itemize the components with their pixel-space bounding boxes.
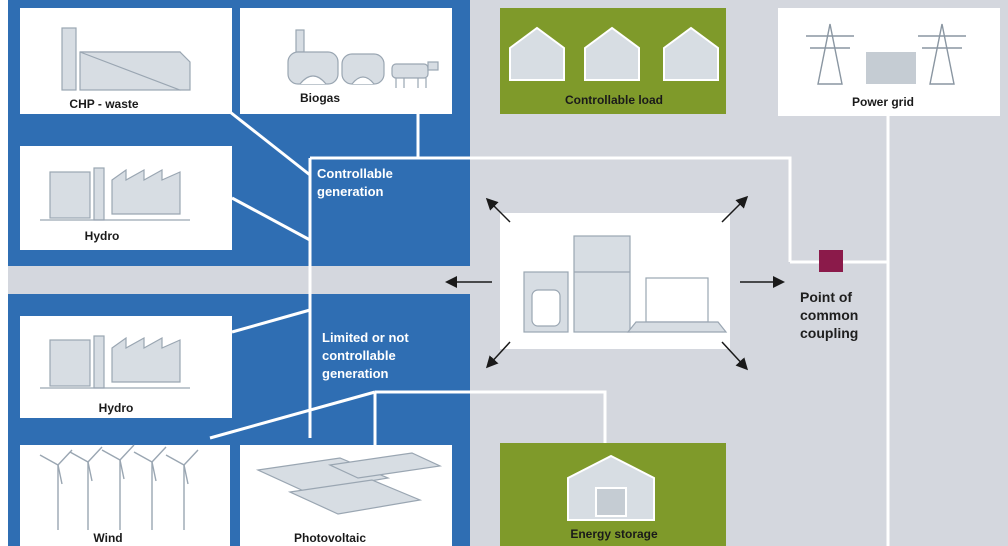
pylon-icon bbox=[806, 23, 966, 85]
wind-box bbox=[20, 445, 230, 546]
label-limited-generation-1: Limited or not bbox=[322, 330, 409, 345]
label-limited-generation-2: controllable bbox=[322, 348, 396, 363]
label-limited-generation-3: generation bbox=[322, 366, 389, 381]
separator-band bbox=[8, 266, 470, 294]
label-coupling-3: coupling bbox=[800, 325, 858, 341]
arrow-icon bbox=[445, 195, 785, 371]
label-power-grid: Power grid bbox=[852, 95, 914, 109]
label-energy-storage: Energy storage bbox=[570, 527, 658, 541]
label-biogas: Biogas bbox=[300, 91, 340, 105]
refrigerator-icon bbox=[573, 235, 631, 333]
label-controllable-load: Controllable load bbox=[565, 93, 663, 107]
label-hydro-controllable: Hydro bbox=[85, 229, 120, 243]
coupling-point-marker bbox=[819, 250, 843, 272]
dam-icon bbox=[40, 335, 190, 389]
washing-machine-icon bbox=[523, 271, 569, 333]
label-coupling-1: Point of bbox=[800, 289, 852, 305]
biogas-plant-icon bbox=[287, 29, 385, 85]
factory-icon bbox=[61, 27, 191, 91]
label-photovoltaic: Photovoltaic bbox=[294, 531, 366, 545]
laptop-icon bbox=[626, 277, 728, 333]
house-icon bbox=[509, 26, 719, 81]
label-coupling-2: common bbox=[800, 307, 858, 323]
label-controllable-generation-2: generation bbox=[317, 184, 384, 199]
wind-turbine-icon bbox=[39, 444, 199, 530]
label-controllable-generation-1: Controllable bbox=[317, 166, 393, 181]
label-hydro-limited: Hydro bbox=[99, 401, 134, 415]
label-wind: Wind bbox=[93, 531, 122, 545]
label-chp-waste: CHP - waste bbox=[69, 97, 138, 111]
cow-icon bbox=[391, 61, 439, 88]
connection-lines bbox=[209, 110, 890, 546]
dam-icon bbox=[40, 167, 190, 221]
solar-panel-icon bbox=[255, 452, 443, 515]
substation-icon bbox=[866, 52, 916, 84]
house-icon bbox=[567, 454, 655, 521]
